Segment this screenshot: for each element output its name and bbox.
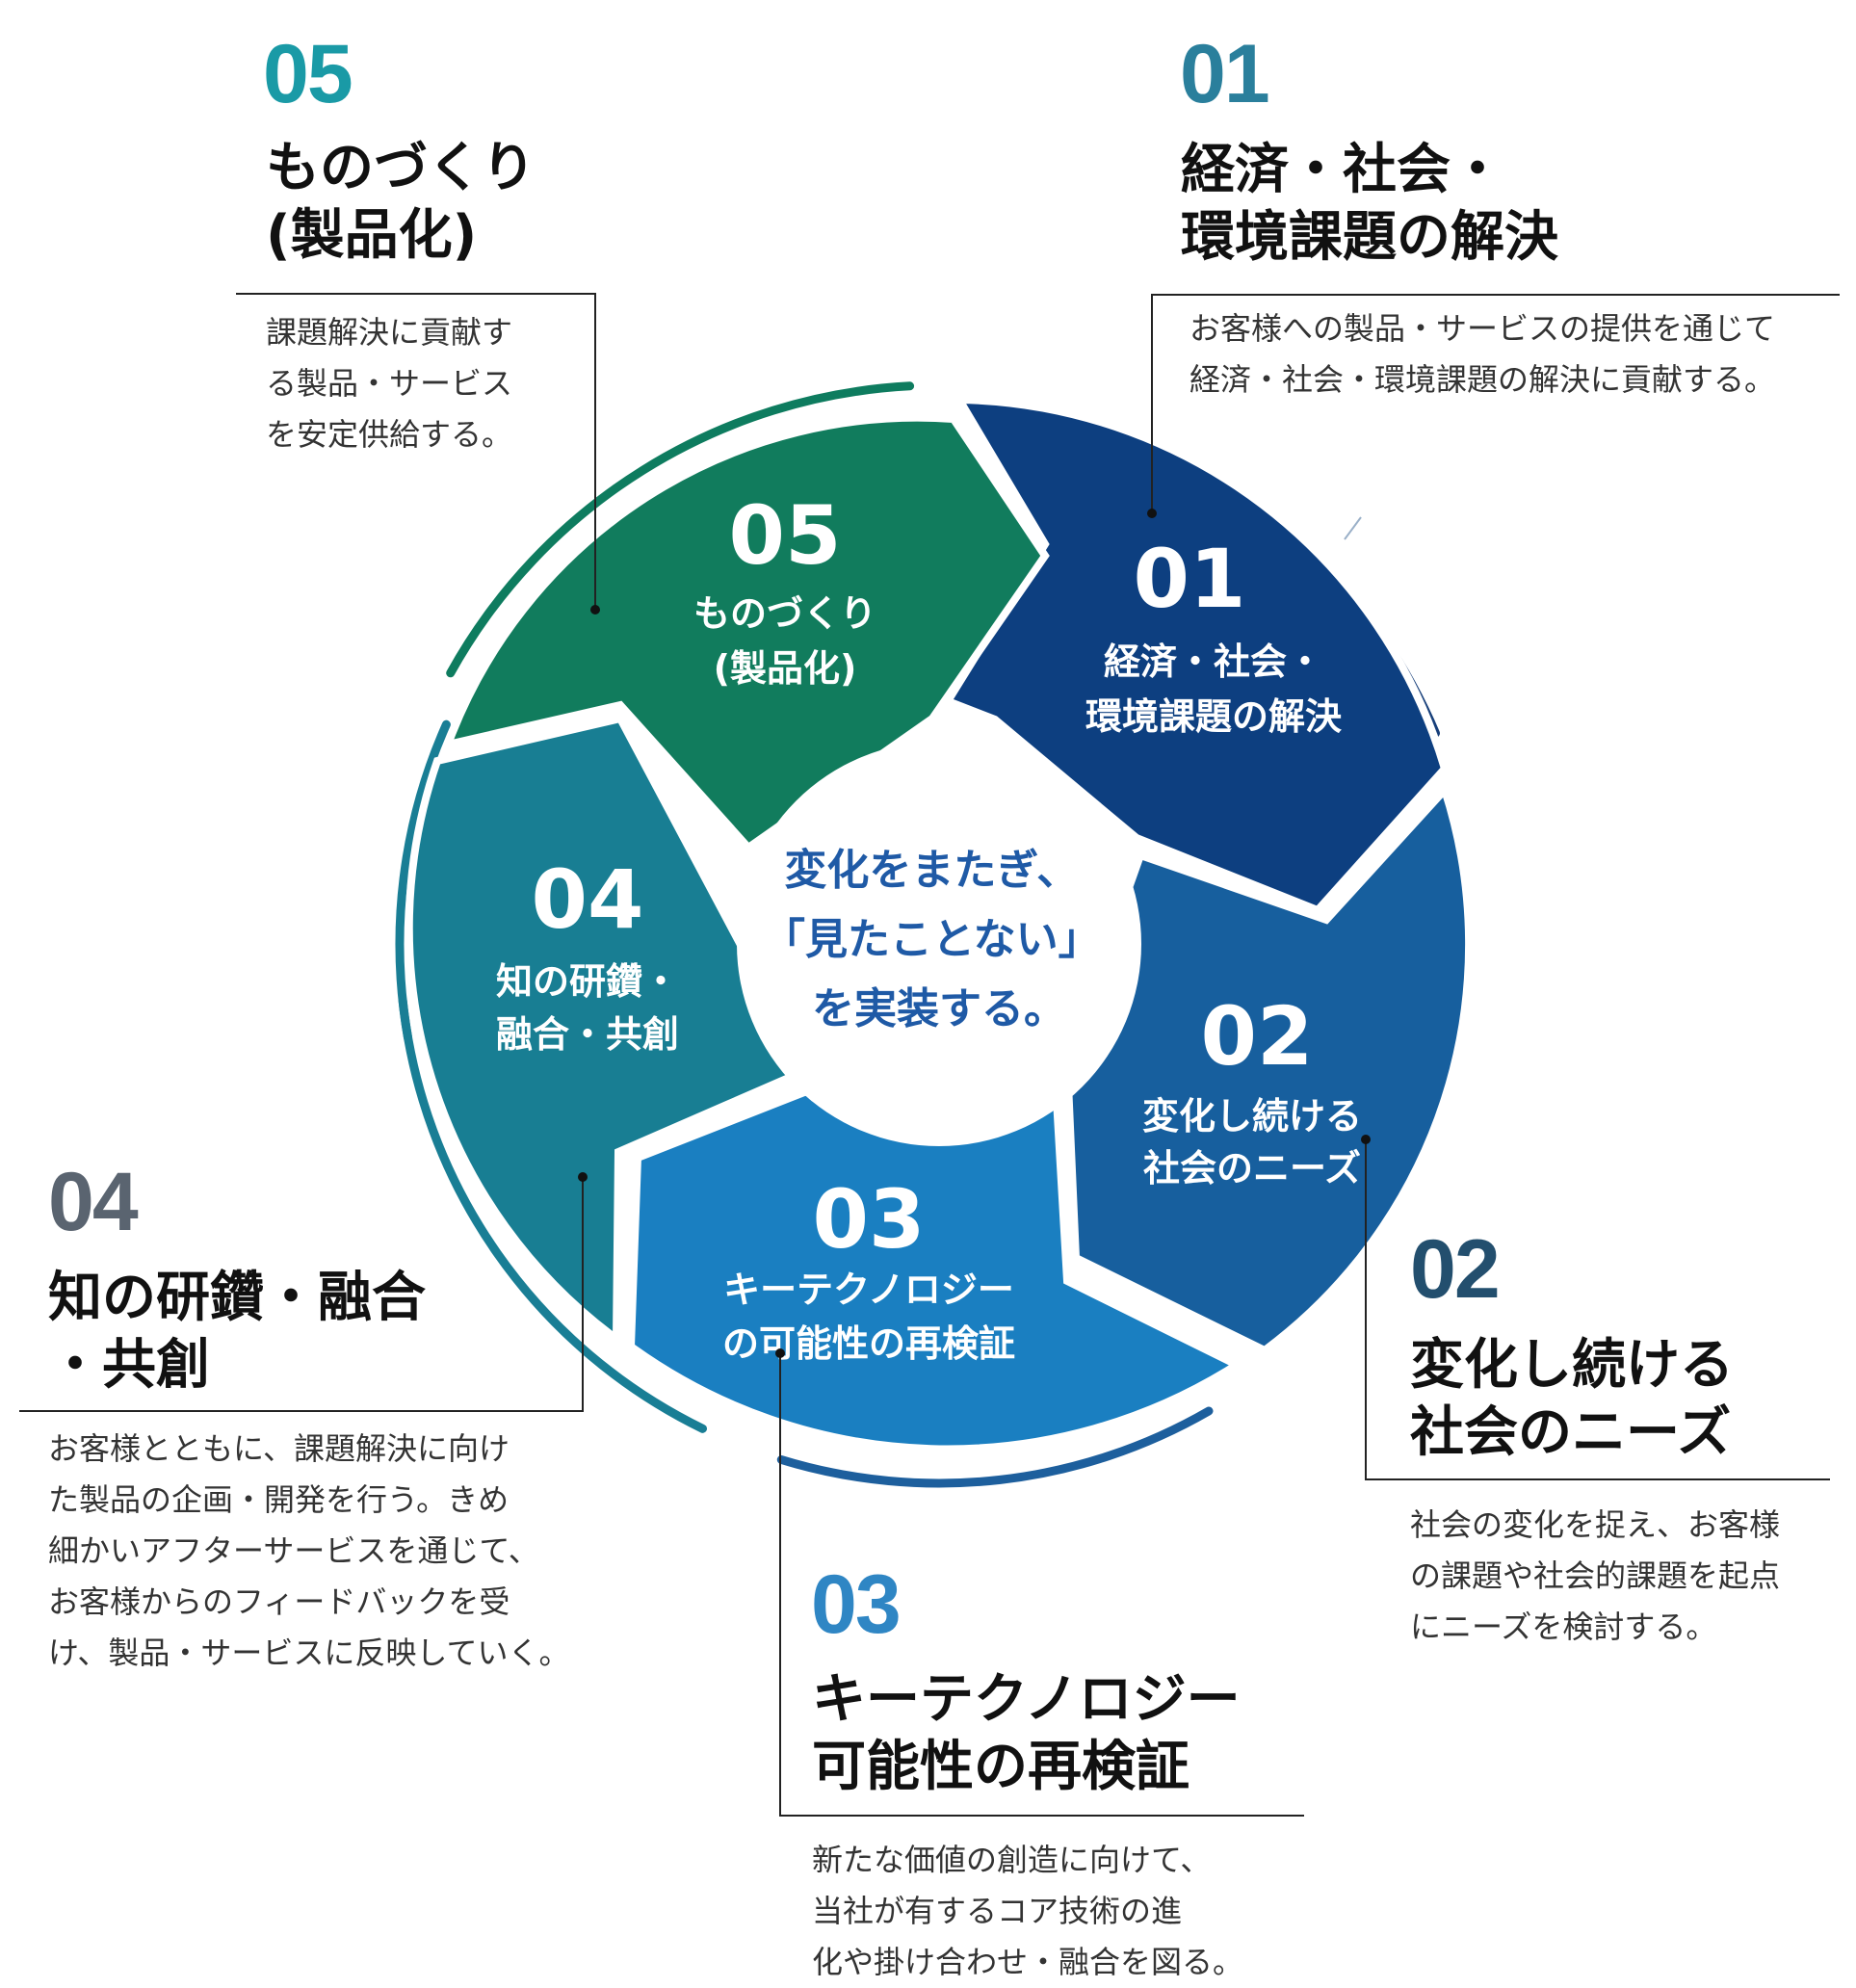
callout-01-number: 01 [1180, 28, 1270, 120]
segment-03-label-2: の可能性の再検証 [722, 1322, 1015, 1365]
center-circle [737, 742, 1141, 1146]
callout-05-desc-line-1: 課題解決に貢献す [266, 314, 513, 351]
callout-01-title: 経済・社会・ 環境課題の解決 [1181, 137, 1558, 272]
center-line-3: を実装する。 [812, 984, 1066, 1033]
arc-green [446, 381, 915, 678]
segment-03-label-1: キーテクノロジー [723, 1269, 1014, 1311]
callout-03-title: キーテクノロジー 可能性の再検証 [812, 1666, 1241, 1801]
callout-02-number: 02 [1410, 1223, 1501, 1316]
callout-01-description: お客様への製品・サービスの提供を通じて 経済・社会・環境課題の解決に貢献する。 [1189, 303, 1775, 405]
callout-03-desc-line-3: 化や掛け合わせ・融合を図る。 [812, 1944, 1244, 1980]
leader-03 [779, 1353, 1304, 1817]
segment-04-label-2: 融合・共創 [496, 1013, 679, 1056]
callout-05-desc-line-3: を安定供給する。 [266, 416, 513, 453]
segment-01-label-2: 環境課題の解決 [1085, 695, 1342, 738]
callout-03-description: 新たな価値の創造に向けて、 当社が有するコア技術の進 化や掛け合わせ・融合を図る… [812, 1835, 1243, 1988]
arc-teal-lower [398, 996, 707, 1433]
center-line-2: 「見たことない」 [763, 915, 1101, 964]
segment-04 [405, 714, 803, 1347]
callout-05-title-line-1: ものづくり [266, 137, 536, 199]
segment-02-labels: 02 変化し続ける 社会のニーズ [1142, 989, 1362, 1190]
callout-05-number: 05 [263, 28, 353, 120]
callout-04-desc-line-2: た製品の企画・開発を行う。きめ [48, 1481, 510, 1518]
callout-04-desc-line-4: お客様からのフィードバックを受 [48, 1583, 510, 1620]
callout-02-desc-line-2: の課題や社会的課題を起点 [1410, 1557, 1781, 1594]
callout-05-title-line-2: (製品化) [266, 204, 478, 267]
arc-blue [776, 1406, 1214, 1488]
callout-04-title-line-2: ・共創 [48, 1334, 210, 1397]
segment-05 [441, 413, 1050, 853]
segment-05-labels: 05 ものづくり (製品化) [693, 488, 876, 690]
leader-lines [19, 293, 1840, 1817]
leader-04 [19, 1177, 584, 1412]
callout-01-desc-line-2: 経済・社会・環境課題の解決に貢献する。 [1189, 361, 1776, 398]
segment-01 [942, 395, 1450, 915]
callout-03-desc-line-2: 当社が有するコア技術の進 [812, 1893, 1183, 1929]
callout-02-title: 変化し続ける 社会のニーズ [1410, 1332, 1734, 1467]
callout-01-desc-line-1: お客様への製品・サービスの提供を通じて [1189, 310, 1776, 347]
callout-03-title-line-2: 可能性の再検証 [812, 1736, 1189, 1798]
segment-03-number: 03 [813, 1172, 926, 1267]
segment-05-number: 05 [729, 488, 842, 583]
wheel-segments [405, 395, 1474, 1453]
callout-02-desc-line-1: 社会の変化を捉え、お客様 [1410, 1506, 1781, 1543]
callout-04-title: 知の研鑽・融合 ・共創 [48, 1265, 426, 1399]
callout-01-title-line-2: 環境課題の解決 [1181, 206, 1558, 269]
callout-02-desc-line-3: にニーズを検討する。 [1410, 1609, 1717, 1645]
segment-02-label-1: 変化し続ける [1142, 1095, 1362, 1138]
segment-05-label-1: ものづくり [693, 592, 876, 635]
segment-04-number: 04 [532, 852, 644, 947]
callout-04-desc-line-3: 細かいアフターサービスを通じて、 [48, 1532, 539, 1569]
accent-tick [1344, 516, 1362, 540]
callout-02-title-line-2: 社会のニーズ [1410, 1401, 1732, 1464]
segment-04-labels: 04 知の研鑽・ 融合・共創 [496, 852, 679, 1056]
leader-dots [578, 509, 1371, 1358]
callout-04-title-line-1: 知の研鑽・融合 [48, 1267, 426, 1329]
leader-02 [1365, 1139, 1830, 1480]
segment-04-label-1: 知の研鑽・ [496, 960, 679, 1003]
segment-01-labels: 01 経済・社会・ 環境課題の解決 [1085, 532, 1342, 738]
callout-04-desc-line-1: お客様とともに、課題解決に向け [48, 1430, 510, 1467]
callout-01-title-line-1: 経済・社会・ [1181, 139, 1504, 201]
segment-05-label-2: (製品化) [714, 647, 857, 690]
callout-03-number: 03 [811, 1558, 902, 1651]
callout-03-title-line-1: キーテクノロジー [812, 1668, 1241, 1731]
leader-05 [236, 293, 596, 610]
callout-02-title-line-1: 変化し続ける [1410, 1334, 1734, 1397]
callout-05-title: ものづくり (製品化) [266, 135, 536, 270]
callout-04-number: 04 [48, 1156, 139, 1248]
segment-02 [1062, 782, 1474, 1355]
callout-02-description: 社会の変化を捉え、お客様 の課題や社会的課題を起点 にニーズを検討する。 [1410, 1500, 1780, 1653]
callout-04-description: お客様とともに、課題解決に向け た製品の企画・開発を行う。きめ 細かいアフターサ… [48, 1424, 569, 1679]
callout-04-desc-line-5: け、製品・サービスに反映していく。 [48, 1635, 570, 1671]
segment-02-label-2: 社会のニーズ [1143, 1147, 1361, 1190]
center-text: 変化をまたぎ、 「見たことない」 を実装する。 [763, 846, 1115, 1033]
segment-02-number: 02 [1201, 989, 1314, 1084]
callout-03-desc-line-1: 新たな価値の創造に向けて、 [812, 1842, 1212, 1878]
callout-05-desc-line-2: る製品・サービス [266, 365, 513, 402]
segment-01-label-1: 経済・社会・ [1104, 641, 1323, 683]
segment-01-number: 01 [1134, 532, 1246, 626]
callout-05-description: 課題解決に貢献す る製品・サービス を安定供給する。 [266, 307, 512, 460]
segment-03-labels: 03 キーテクノロジー の可能性の再検証 [722, 1172, 1015, 1365]
leader-01 [1151, 294, 1840, 513]
center-line-1: 変化をまたぎ、 [784, 846, 1079, 895]
